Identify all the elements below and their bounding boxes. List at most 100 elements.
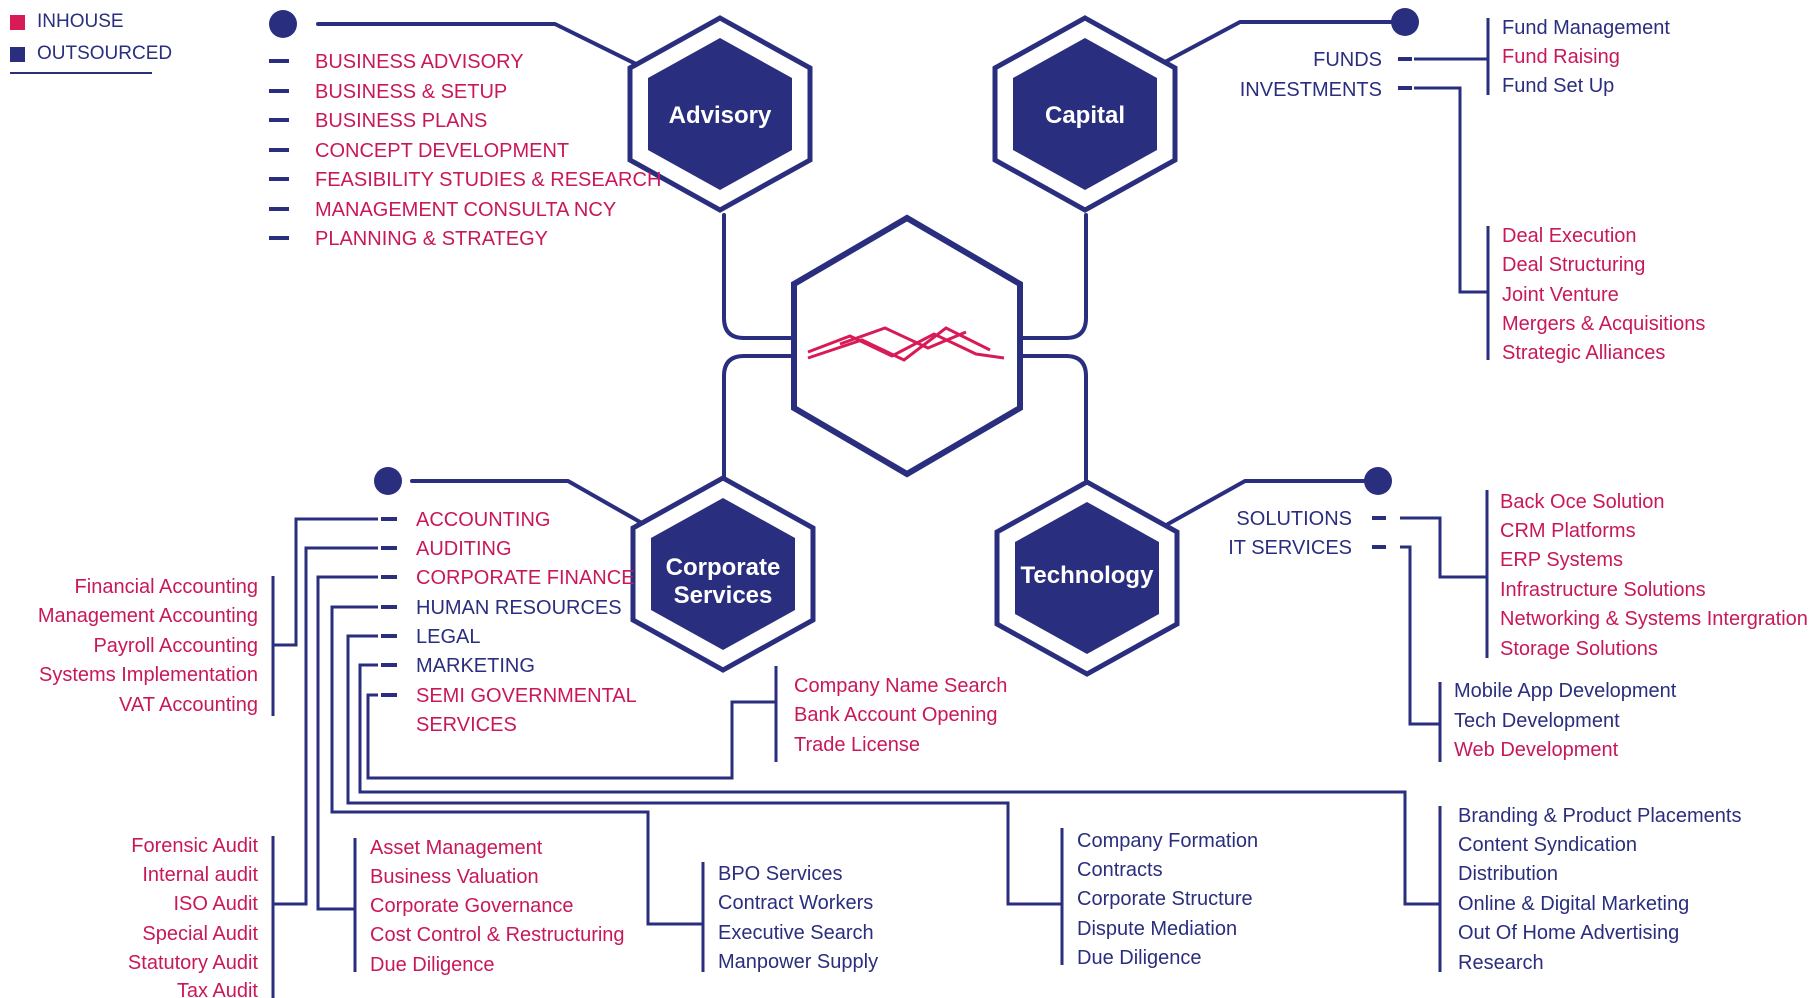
corporate-dot <box>374 467 402 495</box>
capital-category-investments: INVESTMENTS <box>1240 79 1382 101</box>
legal-item: Dispute Mediation <box>1077 918 1237 940</box>
gov-item: Company Name Search <box>794 675 1007 697</box>
corporate-category: ACCOUNTING <box>416 509 550 531</box>
marketing-item: Research <box>1458 952 1544 974</box>
marketing-item: Out Of Home Advertising <box>1458 922 1679 944</box>
hex-capital-label: Capital <box>1045 102 1125 129</box>
hr-item: Manpower Supply <box>718 951 878 973</box>
legend-outsourced: OUTSOURCED <box>10 38 172 70</box>
inhouse-swatch <box>10 14 25 30</box>
tech-category-solutions: SOLUTIONS <box>1236 508 1352 530</box>
legal-item: Company Formation <box>1077 830 1258 852</box>
investment-item: Deal Structuring <box>1502 254 1645 276</box>
corporate-category: AUDITING <box>416 538 512 560</box>
investment-item: Mergers & Acquisitions <box>1502 313 1705 335</box>
finance-list: Asset Management Business Valuation Corp… <box>370 837 625 976</box>
hex-corporate-label-1: Corporate <box>666 554 781 581</box>
outsourced-label: OUTSOURCED <box>37 43 173 64</box>
audit-item: Forensic Audit <box>131 835 258 857</box>
it-item: Mobile App Development <box>1454 680 1677 702</box>
marketing-list: Branding & Product Placements Content Sy… <box>1458 805 1742 974</box>
hr-item: BPO Services <box>718 863 842 885</box>
advisory-item: BUSINESS & SETUP <box>315 81 507 103</box>
solutions-item: Storage Solutions <box>1500 638 1658 660</box>
technology-connectors <box>1372 490 1489 762</box>
corporate-category: HUMAN RESOURCES <box>416 597 622 619</box>
legend-divider <box>10 72 152 74</box>
finance-item: Cost Control & Restructuring <box>370 924 625 946</box>
audit-item: Statutory Audit <box>128 952 259 974</box>
marketing-item: Distribution <box>1458 863 1558 885</box>
inhouse-label: INHOUSE <box>37 11 124 32</box>
it-item: Web Development <box>1454 739 1619 761</box>
finance-item: Asset Management <box>370 837 543 859</box>
advisory-item: PLANNING & STRATEGY <box>315 228 548 250</box>
funds-item: Fund Set Up <box>1502 75 1614 97</box>
accounting-item: Payroll Accounting <box>93 635 258 657</box>
advisory-list: BUSINESS ADVISORY BUSINESS & SETUP BUSIN… <box>269 51 661 250</box>
investment-item: Strategic Alliances <box>1502 342 1665 364</box>
corporate-categories: ACCOUNTING AUDITING CORPORATE FINANCE HU… <box>381 509 637 736</box>
corporate-category: CORPORATE FINANCE <box>416 567 635 589</box>
advisory-item: BUSINESS ADVISORY <box>315 51 524 73</box>
corporate-category: SEMI GOVERNMENTAL <box>416 685 637 707</box>
marketing-item: Branding & Product Placements <box>1458 805 1742 827</box>
marketing-item: Content Syndication <box>1458 834 1637 856</box>
legend-inhouse: INHOUSE <box>10 6 172 38</box>
gov-item: Bank Account Opening <box>794 704 997 726</box>
legal-list: Company Formation Contracts Corporate St… <box>1077 830 1258 969</box>
accounting-item: Financial Accounting <box>75 576 258 598</box>
hr-item: Executive Search <box>718 922 874 944</box>
investment-item: Joint Venture <box>1502 284 1619 306</box>
capital-category-funds: FUNDS <box>1313 49 1382 71</box>
audit-item: ISO Audit <box>174 893 259 915</box>
marketing-item: Online & Digital Marketing <box>1458 893 1689 915</box>
solutions-item: Back Oce Solution <box>1500 491 1665 513</box>
audit-item: Tax Audit <box>177 980 259 998</box>
corporate-dashes <box>381 517 397 697</box>
advisory-dashes <box>269 59 289 240</box>
hr-list: BPO Services Contract Workers Executive … <box>718 863 878 973</box>
advisory-item: BUSINESS PLANS <box>315 110 487 132</box>
funds-item: Fund Management <box>1502 17 1670 39</box>
corporate-category: MARKETING <box>416 655 535 677</box>
technology-section: SOLUTIONS IT SERVICES Back Oce Solution … <box>1228 490 1808 762</box>
capital-section: FUNDS INVESTMENTS Fund Management Fund R… <box>1240 17 1706 364</box>
finance-item: Corporate Governance <box>370 895 573 917</box>
gov-item: Trade License <box>794 734 920 756</box>
solutions-item: Networking & Systems Intergration <box>1500 608 1808 630</box>
center-logo-mark <box>807 326 1005 362</box>
advisory-item: CONCEPT DEVELOPMENT <box>315 140 569 162</box>
solutions-item: CRM Platforms <box>1500 520 1636 542</box>
corporate-category: LEGAL <box>416 626 480 648</box>
accounting-list: Financial Accounting Management Accounti… <box>38 576 258 716</box>
corporate-category: SERVICES <box>416 714 517 736</box>
capital-connectors <box>1398 18 1490 360</box>
hex-capital: Capital <box>992 15 1178 213</box>
legend: INHOUSE OUTSOURCED <box>10 6 172 74</box>
accounting-item: Management Accounting <box>38 605 258 627</box>
investment-item: Deal Execution <box>1502 225 1637 247</box>
advisory-dot <box>269 10 297 38</box>
finance-item: Business Valuation <box>370 866 539 888</box>
hex-technology: Technology <box>994 479 1180 677</box>
hr-item: Contract Workers <box>718 892 873 914</box>
audit-item: Internal audit <box>142 864 258 886</box>
advisory-item: FEASIBILITY STUDIES & RESEARCH <box>315 169 661 191</box>
technology-dot <box>1364 467 1392 495</box>
advisory-item: MANAGEMENT CONSULTA NCY <box>315 199 616 221</box>
funds-item: Fund Raising <box>1502 46 1620 68</box>
gov-list: Company Name Search Bank Account Opening… <box>794 675 1007 756</box>
legal-item: Corporate Structure <box>1077 888 1253 910</box>
hex-advisory: Advisory <box>627 15 813 213</box>
hex-corporate: Corporate Services <box>630 475 816 673</box>
accounting-item: Systems Implementation <box>39 664 258 686</box>
legal-item: Contracts <box>1077 859 1163 881</box>
hex-advisory-label: Advisory <box>669 102 772 129</box>
legal-item: Due Diligence <box>1077 947 1202 969</box>
hex-technology-label: Technology <box>1021 562 1155 589</box>
it-item: Tech Development <box>1454 710 1620 732</box>
accounting-item: VAT Accounting <box>119 694 258 716</box>
solutions-item: Infrastructure Solutions <box>1500 579 1706 601</box>
